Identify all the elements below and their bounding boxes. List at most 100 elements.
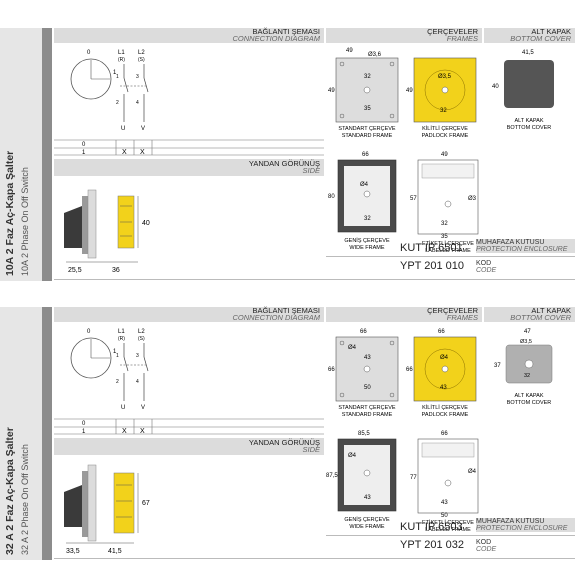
table-row-0: 0: [82, 421, 86, 427]
svg-text:49: 49: [328, 88, 335, 94]
frames-header: ÇERÇEVELER FRAMES: [326, 28, 482, 43]
terminal-4: 4: [136, 100, 139, 106]
wide-frame-en: WIDE FRAME: [349, 245, 384, 251]
sidebar: 32 A 2 Faz Aç-Kapa Şalter 32 A 2 Phase O…: [0, 307, 52, 560]
padlock-frame-en: PADLOCK FRAME: [422, 133, 469, 139]
svg-text:32: 32: [364, 74, 371, 80]
side-header-tr: YANDAN GÖRÜNÜŞ: [248, 438, 320, 447]
svg-text:43: 43: [364, 495, 371, 501]
svg-text:Ø3,5: Ø3,5: [520, 339, 532, 345]
table-cell-x1: X: [122, 428, 127, 435]
sidebar-stripe: [42, 307, 52, 560]
frames-header-en: FRAMES: [446, 34, 478, 43]
wiring-header-tr: BAĞLANTI ŞEMASI: [252, 27, 320, 36]
svg-text:49: 49: [441, 152, 448, 158]
cover-header-tr: ALT KAPAK: [531, 306, 571, 315]
code-caption-tr: KOD: [476, 539, 492, 546]
terminal-l1: L1: [118, 329, 125, 335]
code-caption-en: CODE: [476, 267, 497, 274]
side-header-tr: YANDAN GÖRÜNÜŞ: [248, 159, 320, 168]
side-header-en: SIDE: [302, 166, 320, 175]
terminal-l2: L2: [138, 329, 145, 335]
cover-header-tr: ALT KAPAK: [531, 27, 571, 36]
sidebar: 10A 2 Faz Aç-Kapa Şalter 10A 2 Phase On …: [0, 28, 52, 281]
side-dim-a: 33,5: [66, 548, 80, 555]
product-code: YPT 201 032: [400, 539, 465, 551]
table-cell-x1: X: [122, 149, 127, 156]
side-header: YANDAN GÖRÜNÜŞ SIDE: [54, 159, 324, 176]
product-panel-32a: 32 A 2 Faz Aç-Kapa Şalter 32 A 2 Phase O…: [0, 307, 575, 560]
side-header: YANDAN GÖRÜNÜŞ SIDE: [54, 438, 324, 455]
knob-shape: [64, 206, 82, 248]
wiring-header-en: CONNECTION DIAGRAM: [232, 313, 320, 322]
svg-text:43: 43: [441, 500, 448, 506]
labeled-frame-tr: ETİKETLİ ÇERÇEVE: [422, 240, 474, 247]
bottom-cover-tr: ALT KAPAK: [514, 118, 543, 124]
table-cell-x2: X: [140, 428, 145, 435]
table-row-1: 1: [82, 429, 86, 435]
terminal-2: 2: [116, 100, 119, 106]
svg-text:49: 49: [406, 88, 413, 94]
svg-text:Ø3,6: Ø3,6: [368, 52, 382, 58]
bottom-cover-tr: ALT KAPAK: [514, 393, 543, 399]
pos-on: 1: [113, 349, 117, 355]
wiring-diagram: 0 1 L1 (R) L2 (S) 1 3 2 4 U V 0 1 X X: [54, 329, 324, 435]
svg-text:66: 66: [360, 329, 367, 335]
svg-text:35: 35: [364, 106, 371, 112]
side-dim-b: 36: [112, 267, 120, 274]
wide-frame-tr: GENİŞ ÇERÇEVE: [344, 516, 390, 523]
product-panel-10a: 10A 2 Faz Aç-Kapa Şalter 10A 2 Phase On …: [0, 28, 575, 281]
svg-text:Ø3,5: Ø3,5: [438, 74, 452, 80]
svg-text:37: 37: [494, 363, 501, 369]
wiring-header-en: CONNECTION DIAGRAM: [232, 34, 320, 43]
terminal-l1-sub: (R): [118, 336, 125, 342]
labeled-frame: 66 77 Ø4 43 50: [410, 431, 479, 519]
side-header-en: SIDE: [302, 445, 320, 454]
labeled-frame: 49 57 Ø3 32 35: [410, 152, 479, 240]
terminal-l1-sub: (R): [118, 57, 125, 63]
enclosure-caption-tr: MUHAFAZA KUTUSU: [476, 239, 545, 246]
wiring-diagram: 0 1 L1 (R) L2 (S) 1 3 2 4 U V 0 1 X X: [54, 50, 324, 156]
svg-text:49: 49: [346, 48, 353, 54]
svg-text:32: 32: [364, 216, 371, 222]
labeled-frame-en: LABELED FRAME: [425, 527, 471, 533]
svg-text:Ø3: Ø3: [468, 196, 477, 202]
wiring-header: BAĞLANTI ŞEMASI CONNECTION DIAGRAM: [54, 28, 324, 43]
wide-frame-en: WIDE FRAME: [349, 524, 384, 530]
padlock-frame: Ø3,5 49 32: [406, 57, 477, 123]
table-cell-x2: X: [140, 149, 145, 156]
svg-text:47: 47: [524, 329, 531, 335]
standard-frame-tr: STANDART ÇERÇEVE: [338, 405, 395, 411]
product-title: 10A 2 Faz Aç-Kapa Şalter: [4, 150, 16, 276]
code-caption: KOD CODE: [476, 260, 575, 274]
svg-text:77: 77: [410, 475, 417, 481]
standard-frame-en: STANDARD FRAME: [342, 133, 393, 139]
enclosure-caption: MUHAFAZA KUTUSU PROTECTION ENCLOSURE: [476, 239, 575, 253]
svg-text:43: 43: [364, 355, 371, 361]
svg-text:66: 66: [362, 152, 369, 158]
side-dim-height: 67: [142, 500, 150, 507]
pos-off: 0: [87, 50, 91, 56]
padlock-frame-tr: KİLİTLİ ÇERÇEVE: [422, 404, 468, 411]
wide-frame: 66 Ø4 80 32: [328, 152, 397, 233]
svg-text:66: 66: [328, 367, 335, 373]
svg-text:Ø4: Ø4: [360, 182, 369, 188]
frames-header-en: FRAMES: [446, 313, 478, 322]
svg-text:50: 50: [441, 513, 448, 519]
frames-drawing: 49 Ø3,6 32 49 35 STANDART ÇERÇEVE STANDA…: [328, 48, 479, 254]
svg-text:32: 32: [524, 373, 530, 379]
pos-off: 0: [87, 329, 91, 335]
svg-text:43: 43: [440, 385, 447, 391]
frames-header-tr: ÇERÇEVELER: [427, 27, 478, 36]
table-row-1: 1: [82, 150, 86, 156]
bottom-cover-drawing: 41,5 40 ALT KAPAK BOTTOM COVER: [492, 50, 554, 131]
terminal-l2-sub: (S): [138, 336, 145, 342]
cover-header-en: BOTTOM COVER: [510, 313, 571, 322]
svg-text:32: 32: [440, 108, 447, 114]
frames-header: ÇERÇEVELER FRAMES: [326, 307, 482, 322]
code-caption-en: CODE: [476, 546, 497, 553]
svg-text:66: 66: [406, 367, 413, 373]
wiring-header: BAĞLANTI ŞEMASI CONNECTION DIAGRAM: [54, 307, 324, 322]
standard-frame-tr: STANDART ÇERÇEVE: [338, 126, 395, 132]
cover-header: ALT KAPAK BOTTOM COVER: [484, 28, 575, 43]
